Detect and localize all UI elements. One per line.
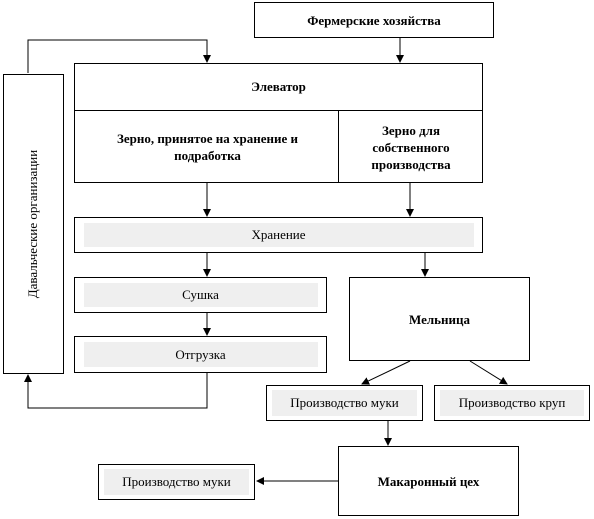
mill-box: Мельница (349, 277, 530, 361)
flour-prod-1-label-wrap: Производство муки (266, 385, 423, 421)
donor-orgs-label-wrap: Давальческие организации (3, 74, 64, 374)
arrow-donors-elevator (27, 39, 211, 73)
mill-label: Мельница (408, 311, 470, 327)
flour-prod-1-shade (272, 390, 417, 416)
storage-label: Хранение (251, 227, 306, 242)
farms-label: Фермерские хозяйства (307, 12, 441, 28)
arrow-mill-groats (469, 360, 508, 385)
drying-label: Сушка (182, 287, 219, 302)
pasta-shop-box: Макаронный цех (338, 446, 519, 516)
elevator-divider-v (338, 110, 339, 183)
donor-orgs-label: Давальческие организации (25, 149, 41, 299)
elevator-title: Элеватор (251, 79, 306, 94)
shipping-label-wrap: Отгрузка (74, 336, 327, 373)
flour-prod-2-label: Производство муки (122, 474, 231, 489)
flour-prod-2-shade (104, 469, 249, 495)
grain-storage-label: Зерно, принятое на хранение и подработка (116, 131, 299, 163)
storage-label-wrap: Хранение (74, 217, 483, 253)
shipping-label: Отгрузка (175, 346, 226, 362)
farms-box: Фермерские хозяйства (254, 2, 494, 38)
drying-label-wrap: Сушка (74, 277, 327, 313)
groats-prod-label-wrap: Производство круп (434, 385, 590, 421)
groats-prod-shade (440, 390, 584, 416)
pasta-shop-label: Макаронный цех (377, 473, 480, 489)
storage-shade (84, 223, 474, 247)
groats-prod-label: Производство круп (458, 395, 566, 410)
arrow-shipping-donors (24, 373, 208, 409)
arrow-mill-flour (361, 360, 411, 385)
shipping-shade (84, 342, 318, 367)
elevator-divider-h (74, 110, 483, 111)
elevator-box (74, 63, 483, 183)
grain-own-label: Зерно для собственного производства (371, 122, 451, 172)
flour-prod-1-label: Производство муки (290, 395, 399, 410)
grain-storage-section: Зерно, принятое на хранение и подработка (90, 111, 325, 183)
donor-orgs-box (3, 74, 64, 374)
elevator-label: Элеватор (74, 63, 483, 110)
flour-prod-2-label-wrap: Производство муки (98, 464, 255, 500)
grain-own-section: Зерно для собственного производства (345, 111, 477, 183)
drying-shade (84, 283, 318, 307)
